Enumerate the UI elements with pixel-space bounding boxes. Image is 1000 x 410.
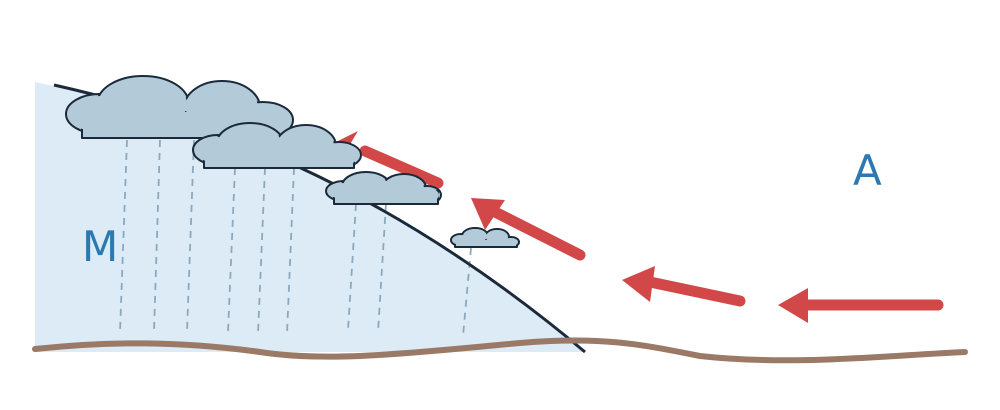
rain-streak xyxy=(462,247,472,337)
rain-streak xyxy=(257,167,266,335)
cloud-icon xyxy=(325,171,442,205)
rain-streak xyxy=(377,203,387,333)
warm-air-arrow xyxy=(622,266,746,307)
rain-streak xyxy=(186,139,195,333)
clouds xyxy=(65,75,520,248)
cloud-icon xyxy=(192,122,362,169)
warm-air-arrow xyxy=(471,198,586,261)
rain-streak xyxy=(347,203,357,331)
ground-line xyxy=(32,337,968,364)
cloud-icon xyxy=(65,75,294,139)
region-label-a: A xyxy=(853,146,882,195)
rain-streak xyxy=(153,139,161,333)
region-label-m: M xyxy=(82,222,118,271)
warm-air-arrow xyxy=(778,288,944,323)
rain-streak xyxy=(119,139,128,333)
cloud-icon xyxy=(450,227,520,248)
cold-air-mass xyxy=(35,82,585,352)
rain xyxy=(119,139,472,337)
rain-streak xyxy=(227,167,236,333)
rain-streak xyxy=(286,167,295,335)
